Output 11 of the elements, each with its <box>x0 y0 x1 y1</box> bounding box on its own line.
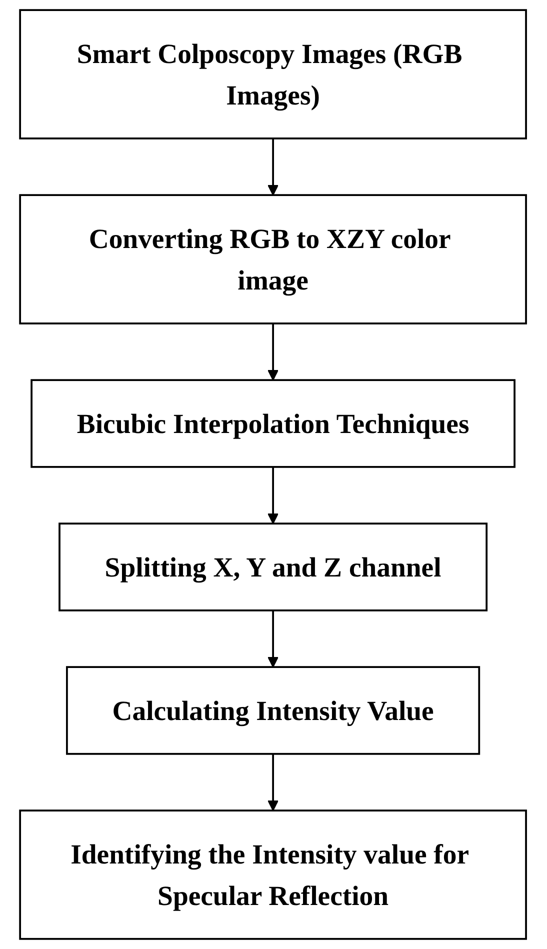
node-box: Smart Colposcopy Images (RGB Images) <box>20 9 528 140</box>
node-box: Identifying the Intensity value for Specular Reflection <box>20 810 528 940</box>
node-box: Converting RGB to XZY color image <box>20 194 528 324</box>
arrow <box>268 754 280 812</box>
arrow <box>268 323 280 381</box>
node-box: Bicubic Interpolation Techniques <box>31 379 516 468</box>
arrow <box>268 610 280 668</box>
node-box: Splitting X, Y and Z channel <box>59 522 488 612</box>
arrow <box>268 138 280 196</box>
arrow <box>268 466 280 524</box>
node-box: Calculating Intensity Value <box>66 666 481 755</box>
